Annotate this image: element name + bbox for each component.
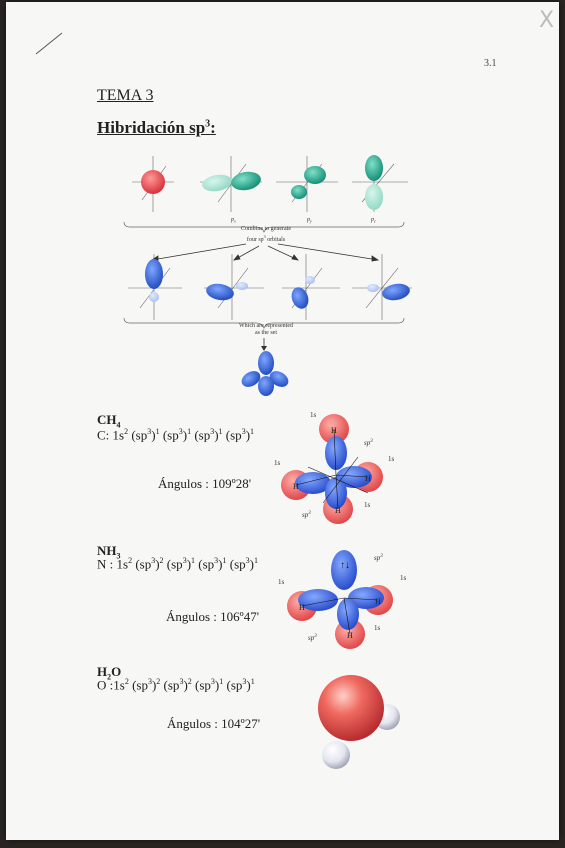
s-orbital [141, 170, 165, 194]
svg-text:sp3: sp3 [364, 439, 373, 447]
sp3-orbital-2 [206, 282, 248, 301]
section-title: Hibridación sp3: [97, 118, 216, 137]
brace-bottom [123, 317, 405, 329]
pen-stroke-mark [35, 32, 63, 55]
caption-represented: Which are represented as the set [239, 323, 293, 336]
page-number: 3.1 [484, 58, 497, 69]
svg-text:1s: 1s [400, 574, 407, 582]
sp3-orbital-3 [291, 276, 315, 309]
svg-text:H: H [299, 603, 305, 612]
nh3-angle: Ángulos : 106º47' [166, 609, 260, 624]
svg-text:1s: 1s [274, 459, 281, 467]
sp3-orbital-4 [367, 283, 410, 301]
pz-orbital [365, 155, 383, 210]
orbital-label-py: py [306, 217, 312, 224]
px-orbital [202, 171, 261, 192]
svg-text:1s: 1s [364, 501, 371, 509]
nh3-formula: NH3 [97, 543, 121, 561]
svg-text:sp3: sp3 [302, 511, 311, 519]
ch4-electron-config: C: 1s2 (sp3)1 (sp3)1 (sp3)1 (sp3)1 [97, 427, 255, 443]
corner-mark: X [539, 8, 555, 33]
orbital-label-px: px [230, 217, 236, 224]
svg-text:H: H [331, 426, 337, 435]
sp3-set-icon [241, 351, 289, 396]
sp3-orbital-1 [145, 259, 163, 302]
svg-text:1s: 1s [278, 578, 285, 586]
svg-text:H: H [347, 631, 353, 640]
h2o-electron-config: O :1s2 (sp3)2 (sp3)2 (sp3)1 (sp3)1 [97, 677, 255, 693]
h2o-molecule-model [318, 675, 400, 769]
svg-text:1s: 1s [310, 411, 317, 419]
svg-text:H: H [293, 482, 299, 491]
svg-text:1s: 1s [388, 455, 395, 463]
arrows-to-sp3 [150, 243, 380, 262]
orbital-hybridization-figure: px py pz [123, 155, 412, 396]
document-page: X 3.1 TEMA 3 Hibridación sp3: [6, 2, 559, 840]
ch4-angle: Ángulos : 109º28' [158, 476, 252, 491]
svg-text:H: H [375, 597, 381, 606]
caption-combine: Combine to generate four sp3 orbitals [241, 226, 291, 243]
orbital-label-pz: pz [370, 217, 376, 224]
h2o-formula: H2O [97, 664, 122, 682]
svg-text:sp3: sp3 [374, 554, 383, 562]
ch4-molecule-diagram: H H H H 1s 1s 1s 1s sp3 sp3 [274, 411, 395, 524]
nh3-electron-config: N : 1s2 (sp3)2 (sp3)1 (sp3)1 (sp3)1 [97, 556, 258, 572]
nh3-molecule-diagram: ↑↓ H H H 1s 1s 1s sp3 sp3 [278, 550, 407, 649]
h2o-angle: Ángulos : 104º27' [167, 716, 261, 731]
svg-text:H: H [365, 474, 371, 483]
brace-top [123, 221, 405, 233]
svg-text:sp3: sp3 [308, 634, 317, 642]
svg-text:H: H [335, 506, 341, 515]
py-orbital [291, 166, 326, 199]
svg-text:1s: 1s [374, 624, 381, 632]
ch4-formula: CH4 [97, 412, 121, 430]
page-title: TEMA 3 [97, 87, 154, 104]
svg-text:↑↓: ↑↓ [340, 560, 350, 571]
